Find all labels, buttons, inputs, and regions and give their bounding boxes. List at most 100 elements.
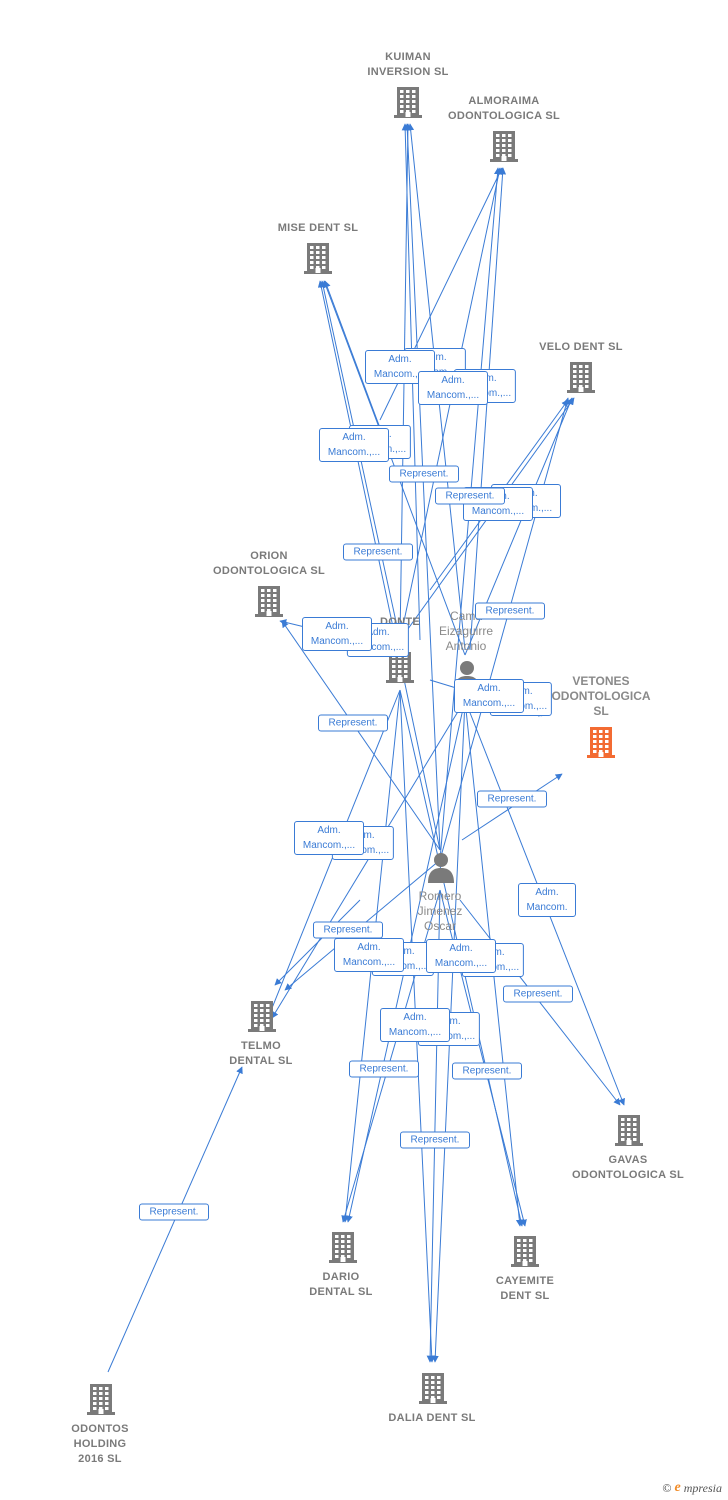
- edge-label-line: Mancom.,...: [471, 506, 525, 517]
- edge-line: [317, 280, 441, 851]
- node-label-line: Cama: [449, 609, 482, 623]
- brand-logo-icon: e: [674, 1480, 681, 1495]
- edge-label-represent[interactable]: Represent.: [435, 487, 505, 505]
- building-icon[interactable]: [247, 999, 277, 1038]
- edge-label-adm-mancom[interactable]: Adm. Mancom.: [518, 883, 576, 917]
- edge-label-represent[interactable]: Represent.: [452, 1062, 522, 1080]
- edge-line: [322, 280, 381, 431]
- edge-label-line: Adm.: [317, 825, 341, 836]
- edge-label-line: Adm.: [403, 1012, 427, 1023]
- building-icon[interactable]: [489, 129, 519, 168]
- node-label: MISE DENT SL: [278, 221, 359, 236]
- node-label: ALMORAIMA ODONTOLOGICA SL: [448, 94, 560, 124]
- edge-label-line: Mancom.: [526, 902, 568, 913]
- edge-line: [403, 123, 441, 851]
- building-icon[interactable]: [586, 725, 616, 764]
- edge-line: [274, 899, 361, 986]
- building-icon[interactable]: [385, 650, 415, 689]
- brand-name: mpresia: [683, 1480, 722, 1495]
- edge-label-adm-mancom[interactable]: Adm. Mancom.,...: [454, 679, 524, 713]
- node-label-line: SL: [593, 704, 609, 718]
- person-icon[interactable]: [426, 851, 456, 888]
- building-icon[interactable]: [328, 1230, 358, 1269]
- building-icon[interactable]: [614, 1113, 644, 1152]
- building-icon[interactable]: [303, 241, 333, 280]
- building-icon[interactable]: [566, 360, 596, 399]
- edge-label-represent[interactable]: Represent.: [503, 985, 573, 1003]
- edge-label-line: Adm.: [357, 942, 381, 953]
- node-label-line: ALMORAIMA: [468, 95, 540, 107]
- edge-label-represent[interactable]: Represent.: [139, 1203, 209, 1221]
- edge-label-line: Mancom.,...: [373, 369, 427, 380]
- edge-label-line: Mancom.,...: [462, 698, 516, 709]
- node-label-line: DARIO: [322, 1271, 360, 1283]
- edge-label-line: Mancom.,...: [351, 642, 405, 653]
- node-label-line: CAYEMITE: [495, 1275, 555, 1287]
- building-icon[interactable]: [418, 1371, 448, 1410]
- edge-label-line: Adm.: [388, 354, 412, 365]
- edge-line: [281, 620, 441, 851]
- edge-label-represent[interactable]: Represent.: [389, 465, 459, 483]
- edge-line: [469, 167, 507, 651]
- edge-label-line: Adm.: [423, 352, 447, 363]
- building-icon[interactable]: [86, 1382, 116, 1421]
- edge-label-line: Mancom.,...: [342, 957, 396, 968]
- node-label-line: DALIA DENT SL: [388, 1412, 476, 1424]
- edge-label-adm-mancom[interactable]: Adm. Mancom.,...: [294, 821, 364, 855]
- edge-label-adm-mancom[interactable]: Adm. Mancom.,...: [418, 371, 488, 405]
- node-label-line: ODONTOS: [71, 1423, 129, 1435]
- node-label-line: Oscar: [423, 919, 456, 933]
- edge-label-represent[interactable]: Represent.: [400, 1131, 470, 1149]
- node-label-line: VETONES: [572, 674, 630, 688]
- edge-label-adm-mancom[interactable]: Adm.Mancom.,...: [319, 428, 389, 462]
- edge-label-line: Mancom.,...: [426, 390, 480, 401]
- edge-label-represent[interactable]: Represent.: [477, 790, 547, 808]
- building-icon[interactable]: [393, 85, 423, 124]
- node-label-line: TELMO: [241, 1040, 281, 1052]
- edge-label-line: Mancom.,...: [434, 958, 488, 969]
- node-label-line: 2016 SL: [78, 1453, 122, 1465]
- copyright-icon: ©: [662, 1480, 672, 1495]
- node-label-line: HOLDING: [73, 1438, 127, 1450]
- edge-label-line: Mancom.,...: [310, 636, 364, 647]
- node-label-line: ODONTOLOGICA SL: [212, 565, 326, 577]
- edge-label-represent[interactable]: Represent.: [318, 714, 388, 732]
- edge-label-line: Adm.: [325, 621, 349, 632]
- edge-label-represent[interactable]: Represent.: [313, 921, 383, 939]
- node-label-line: ODONTOLOGICA SL: [447, 110, 561, 122]
- edge-label-line: Adm.: [366, 627, 390, 638]
- node-label-line: DENTAL SL: [309, 1286, 373, 1298]
- node-label-line: MISE DENT SL: [277, 222, 359, 234]
- node-label-line: VELO DENT SL: [539, 341, 623, 353]
- node-label-line: KUIMAN: [385, 51, 431, 63]
- node-label: VELO DENT SL: [539, 340, 623, 355]
- edge-label-adm-mancom[interactable]: Adm. Mancom.,...: [334, 938, 404, 972]
- edge-label-line: Mancom.,...: [302, 840, 356, 851]
- edge-label-line: Mancom.,...: [388, 1027, 442, 1038]
- node-label-line: Jimenez: [417, 904, 463, 918]
- building-icon[interactable]: [254, 584, 284, 623]
- building-icon[interactable]: [510, 1234, 540, 1273]
- edge-label-represent[interactable]: Represent.: [343, 543, 413, 561]
- edge-label-line: Adm.: [441, 375, 465, 386]
- node-label: ODONTOS HOLDING 2016 SL: [71, 1422, 129, 1467]
- edge-label-line: Adm.: [477, 683, 501, 694]
- edge-label-line: Adm.: [449, 943, 473, 954]
- edge-label-line: Adm.: [342, 432, 366, 443]
- edge-label-adm-mancom[interactable]: Adm. Mancom.,...: [380, 1008, 450, 1042]
- edge-label-adm-mancom[interactable]: Adm. Mancom.,...: [302, 617, 372, 651]
- node-label-line: GAVAS: [608, 1154, 648, 1166]
- edge-label-represent[interactable]: Represent.: [475, 602, 545, 620]
- edge-label-adm-mancom[interactable]: Adm. Mancom.,...: [426, 939, 496, 973]
- node-label-line: INVERSION SL: [367, 66, 449, 78]
- edge-label-represent[interactable]: Represent.: [349, 1060, 419, 1078]
- edge-label-line: Adm.: [535, 887, 559, 898]
